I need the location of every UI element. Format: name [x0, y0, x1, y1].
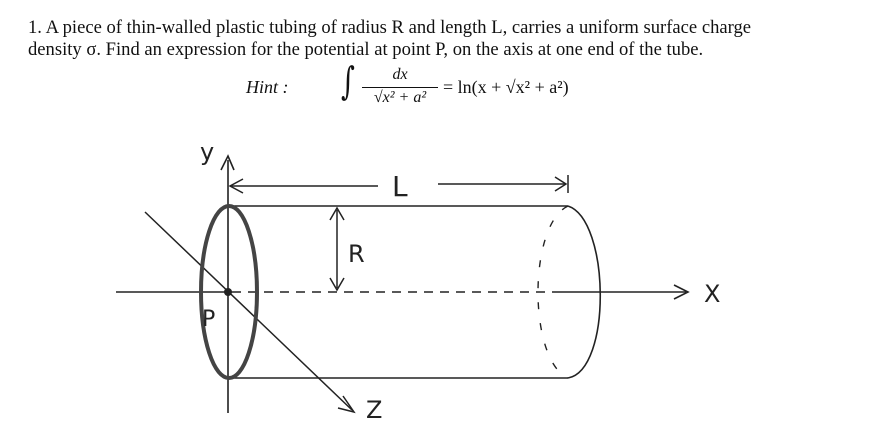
tube-left-end-ring [199, 204, 259, 380]
x-axis-arrowhead [673, 284, 690, 300]
z-axis [144, 211, 353, 411]
tube-right-end-back [537, 205, 569, 379]
length-arrow-left [228, 178, 244, 194]
tube-right-end-front [567, 205, 602, 379]
radius-label: R [348, 240, 365, 268]
x-axis-label: X [704, 280, 720, 308]
z-axis-label: Z [366, 396, 382, 424]
y-axis-label: y [200, 138, 214, 166]
fraction-bar [362, 87, 438, 88]
integral-sign: ∫ [340, 59, 355, 103]
problem-number: 1. [28, 17, 42, 38]
radius-arrow-bottom [329, 277, 345, 292]
y-axis-arrowhead [220, 154, 235, 171]
z-axis-arrowhead [337, 395, 356, 414]
hint-denominator: √x² + a² [373, 89, 427, 106]
problem-sentence-1: A piece of thin-walled plastic tubing of… [45, 17, 752, 38]
point-p-label: P [202, 307, 215, 332]
point-p-marker [224, 288, 232, 296]
hint-numerator: dx [392, 66, 408, 83]
hint-fraction: dx √x² + a² [362, 66, 438, 107]
problem-text: 1. A piece of thin-walled plastic tubing… [28, 17, 858, 61]
radius-arrow-top [329, 206, 345, 221]
problem-line-1: 1. A piece of thin-walled plastic tubing… [28, 17, 858, 39]
hint-label: Hint : [246, 77, 289, 97]
hint-result: = ln(x + √x² + a²) [443, 77, 569, 97]
problem-line-2: density σ. Find an expression for the po… [28, 39, 704, 60]
length-label: L [392, 170, 408, 203]
length-arrow-right [554, 176, 568, 192]
